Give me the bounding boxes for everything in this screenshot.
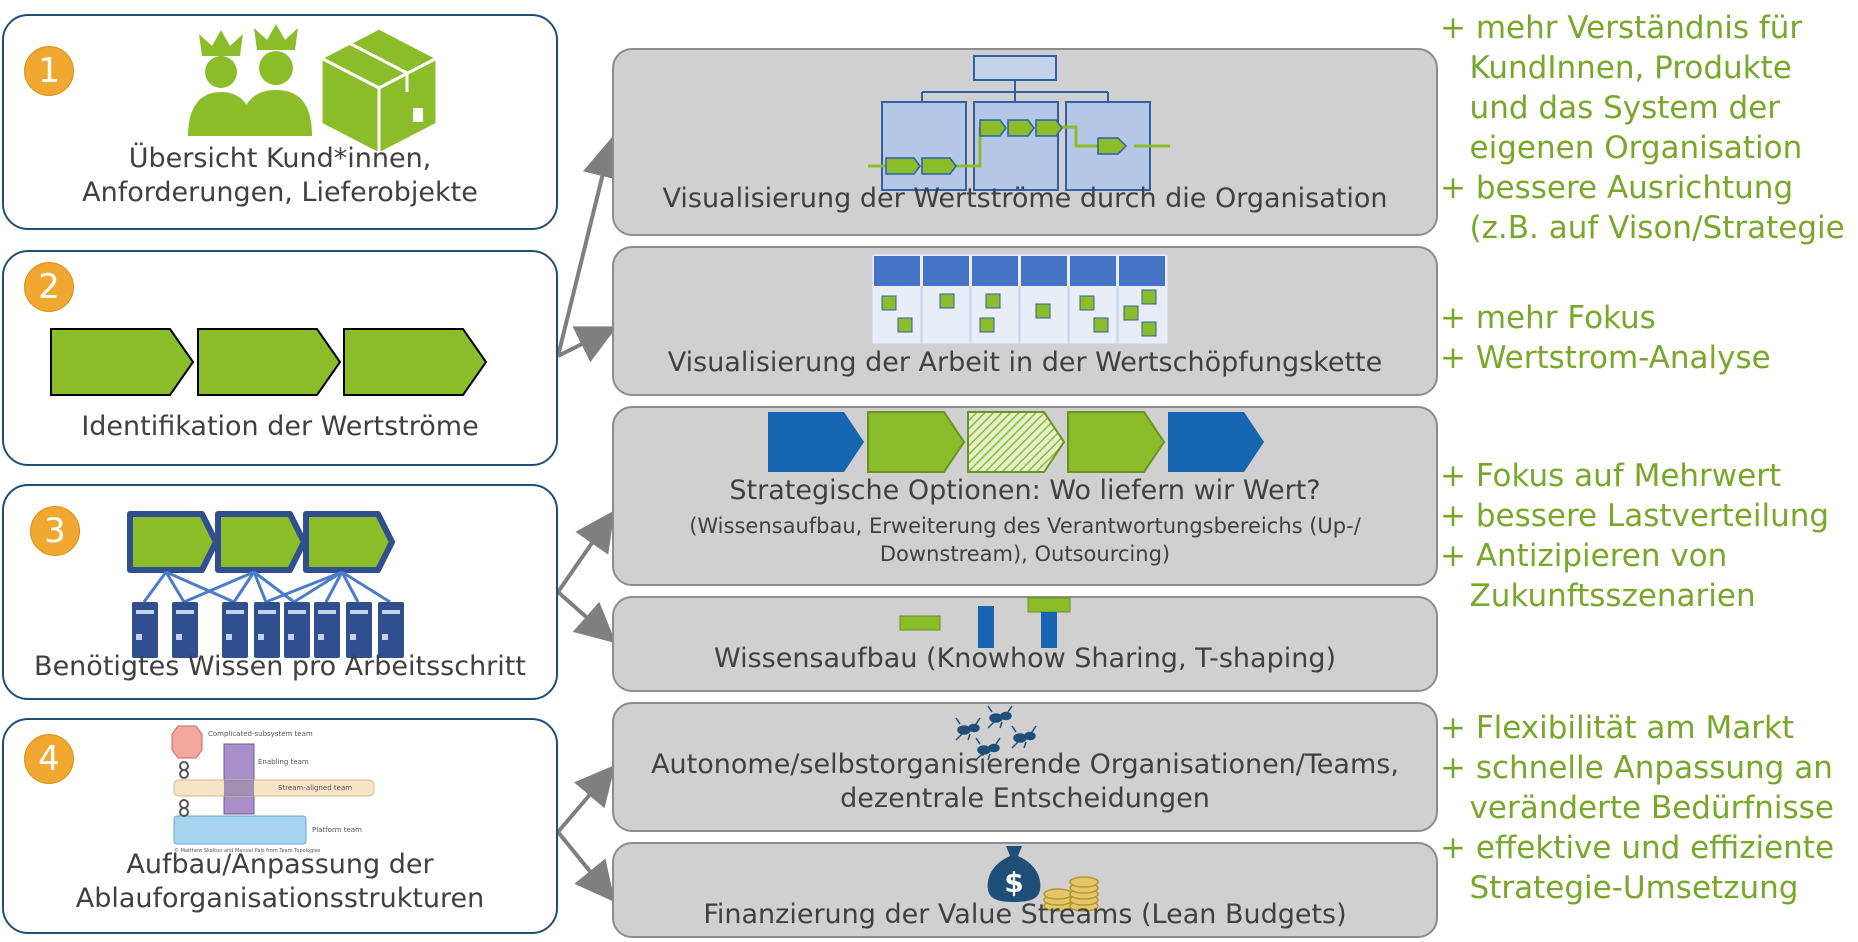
server-knowledge-icon (127, 511, 404, 658)
step-3-label: Benötigtes Wissen pro Arbeitsschritt (34, 651, 526, 682)
action-2-label: Visualisierung der Arbeit in der Wertsch… (667, 347, 1383, 378)
svg-text:Complicated-subsystem team: Complicated-subsystem team (208, 730, 313, 738)
ants-icon (955, 705, 1037, 761)
arrow-2-to-2 (557, 326, 618, 363)
value-stream-chevrons-icon (50, 328, 488, 396)
step-4-box: 4 Complicated-subsystem team Enabling te… (2, 718, 558, 934)
benefits-group-4: + Flexibilität am Markt+ schnelle Anpass… (1440, 710, 1835, 906)
package-box-icon (319, 26, 439, 156)
arrow-3-to-4 (556, 590, 616, 644)
step-2-badge: 2 (24, 262, 74, 312)
step-1-box: 1 Übersicht Kund*innen, Anforderungen, L… (2, 14, 558, 230)
benefits-group-1: + mehr Verständnis für KundInnen, Produk… (1440, 10, 1845, 246)
benefits-group-2: + mehr Fokus+ Wertstrom-Analyse (1440, 300, 1771, 376)
action-2-box: Visualisierung der Arbeit in der Wertsch… (612, 246, 1438, 396)
action-4-box: Wissensaufbau (Knowhow Sharing, T-shapin… (612, 596, 1438, 692)
step-3-badge: 3 (30, 506, 80, 556)
action-5-box: Autonome/selbstorganisierende Organisati… (612, 702, 1438, 832)
svg-text:Platform team: Platform team (312, 826, 362, 834)
action-3-sublabel: (Wissensaufbau, Erweiterung des Verantwo… (689, 514, 1361, 566)
arrow-4-to-6 (556, 830, 616, 903)
action-4-label: Wissensaufbau (Knowhow Sharing, T-shapin… (713, 643, 1337, 674)
svg-text:Stream-aligned team: Stream-aligned team (278, 784, 352, 792)
svg-text:Enabling team: Enabling team (258, 758, 309, 766)
action-6-box: $ Finanzierung der Value Streams (Lean B… (612, 842, 1438, 938)
coins-icon (1043, 876, 1099, 912)
step-2-label: Identifikation der Wertströme (81, 411, 479, 442)
t-shape-icon (899, 597, 1071, 648)
money-bag-icon: $ (987, 846, 1041, 902)
action-1-box: Visualisierung der Wertströme durch die … (612, 48, 1438, 236)
arrow-4-to-5 (556, 764, 616, 834)
svg-text:© Matthew Skelton and Manuel P: © Matthew Skelton and Manuel Pais from T… (174, 847, 321, 854)
step-2-box: 2 Identifikation der Wertströme (2, 250, 558, 466)
step-3-box: 3 Benötigtes Wissen pro Ar (2, 484, 558, 700)
action-3-box: Strategische Optionen: Wo liefern wir We… (612, 406, 1438, 586)
dollar-symbol: $ (1004, 866, 1023, 899)
benefits-group-3: + Fokus auf Mehrwert+ bessere Lastvertei… (1440, 458, 1830, 614)
action-1-label: Visualisierung der Wertströme durch die … (662, 183, 1388, 214)
arrow-2-to-1 (556, 137, 622, 357)
org-chart-flow-icon (868, 55, 1170, 191)
step-4-badge: 4 (24, 734, 74, 784)
crown-people-icon (188, 24, 312, 136)
step-4-label: Aufbau/Anpassung der Ablauforganisations… (75, 849, 485, 914)
team-topologies-diagram: Complicated-subsystem team Enabling team… (171, 725, 375, 854)
arrow-3-to-3 (556, 510, 615, 594)
action-3-label: Strategische Optionen: Wo liefern wir We… (729, 475, 1321, 506)
action-6-label: Finanzierung der Value Streams (Lean Bud… (703, 899, 1347, 930)
step-1-badge: 1 (24, 46, 74, 96)
step-1-label: Übersicht Kund*innen, Anforderungen, Lie… (82, 143, 478, 208)
strategy-chevrons-icon (768, 411, 1264, 473)
action-5-label: Autonome/selbstorganisierende Organisati… (651, 749, 1399, 814)
kanban-board-icon (871, 253, 1169, 345)
